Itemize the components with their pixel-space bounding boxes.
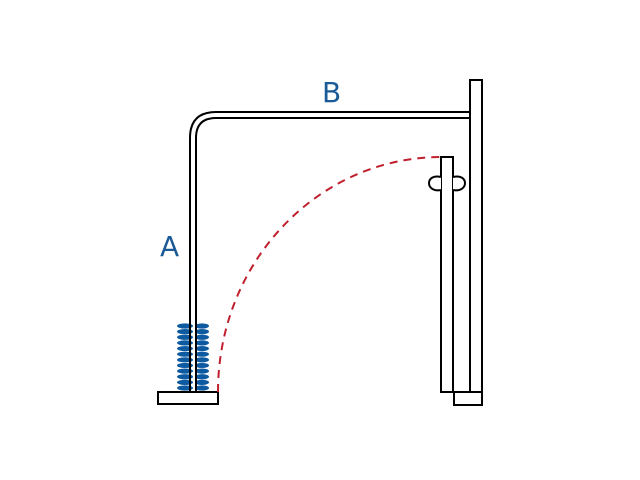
spring-coil-right — [195, 368, 209, 374]
inner-post — [440, 156, 454, 393]
spring-coil-right — [195, 379, 209, 385]
spring-coil-right — [195, 340, 209, 346]
spring-coil-right — [195, 374, 209, 380]
rod-inner-line — [195, 117, 470, 392]
label-a: A — [160, 230, 179, 263]
right-wall — [469, 79, 483, 406]
spring-coil-right — [195, 329, 209, 335]
label-b: B — [322, 76, 341, 109]
spring-coil-right — [195, 357, 209, 363]
spring-coil-right — [195, 334, 209, 340]
spring-coil-right — [195, 385, 209, 391]
spring-coils — [177, 323, 209, 391]
spring-coil-right — [195, 351, 209, 357]
spring-coil-right — [195, 345, 209, 352]
base-plate — [157, 391, 219, 405]
right-wall-foot — [453, 391, 483, 406]
hinge-clip — [428, 175, 466, 192]
swing-arc — [217, 156, 442, 393]
rod-outer-line — [189, 111, 470, 392]
spring-coil-right — [195, 323, 209, 329]
spring-coil-right — [195, 362, 209, 369]
